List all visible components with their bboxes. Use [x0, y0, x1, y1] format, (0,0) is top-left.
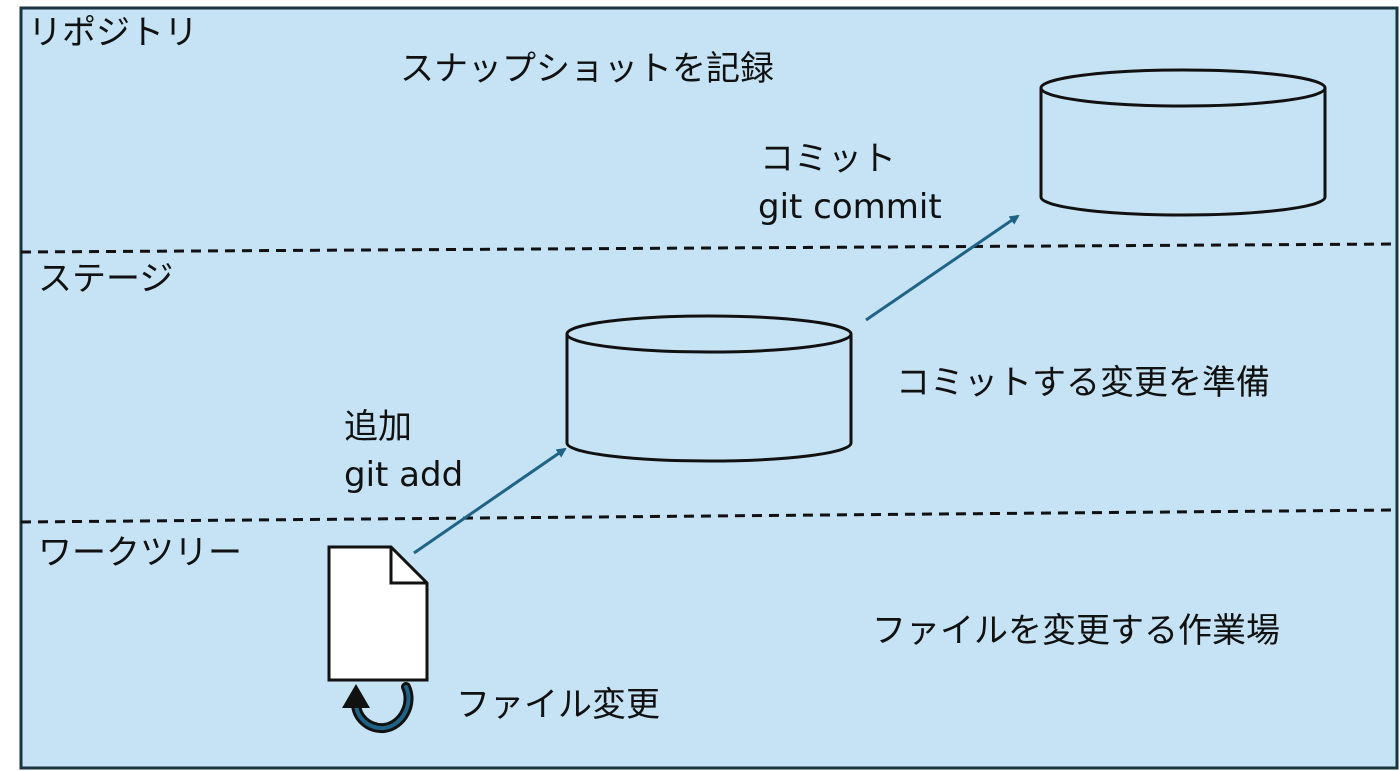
worktree-title: ワークツリー: [38, 533, 242, 573]
add-arrow: [413, 447, 567, 555]
add-label: 追加: [344, 407, 412, 447]
worktree-description: ファイルを変更する作業場: [872, 611, 1280, 651]
stage-store-cylinder-icon: [565, 314, 853, 463]
diagram-frame: [19, 6, 1399, 770]
repository-description: スナップショットを記録: [400, 49, 774, 89]
repository-title: リポジトリ: [28, 13, 198, 53]
circular-arrow-icon: [342, 682, 414, 733]
repository-store-cylinder-icon: [1039, 68, 1327, 217]
commit-arrow: [865, 214, 1020, 322]
add-command: git add: [344, 455, 464, 495]
modify-label: ファイル変更: [456, 685, 660, 725]
stage-description: コミットする変更を準備: [896, 363, 1270, 403]
commit-command: git commit: [758, 187, 942, 227]
stage-title: ステージ: [38, 259, 174, 299]
file-icon: [327, 545, 429, 682]
divider-repository-stage: [20, 242, 1398, 254]
commit-label: コミット: [760, 139, 896, 179]
divider-stage-worktree: [20, 508, 1398, 524]
